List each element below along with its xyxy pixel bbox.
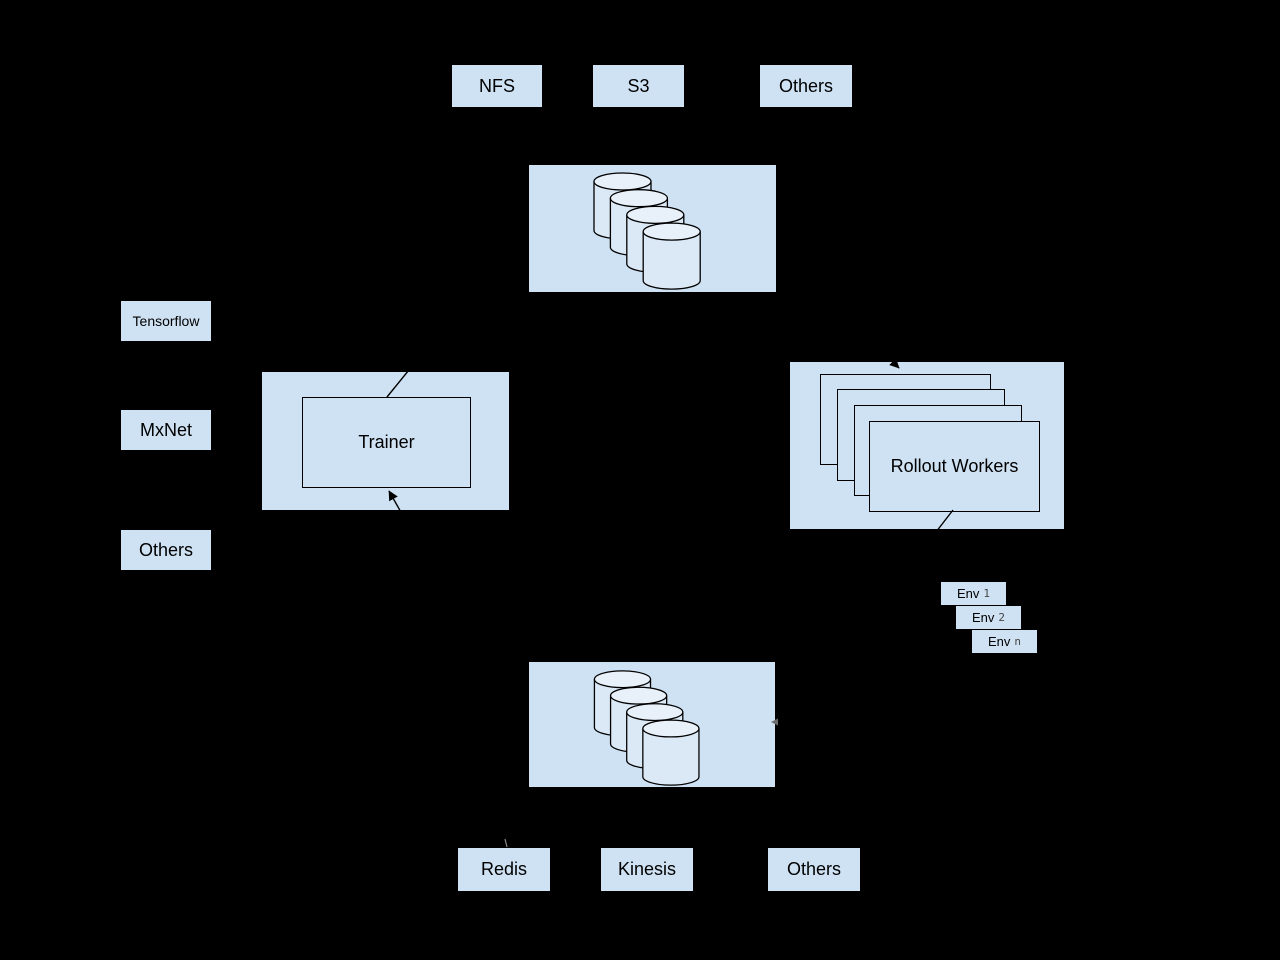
node-kinesis-label: Kinesis (617, 859, 677, 879)
env-2-name: Env (971, 610, 995, 625)
node-tensorflow: Tensorflow (121, 301, 211, 341)
bottom-storage-panel (529, 662, 775, 787)
node-others-top-label: Others (778, 75, 834, 96)
node-env-n: Env n (972, 630, 1037, 653)
trainer-label: Trainer (358, 432, 415, 452)
node-mxnet: MxNet (121, 410, 211, 450)
rollout-worker-card-front: Rollout Workers (869, 421, 1040, 512)
trainer-node: Trainer (302, 397, 471, 488)
node-nfs: NFS (452, 65, 542, 107)
env-2-index: 2 (998, 611, 1006, 624)
node-redis-label: Redis (480, 859, 528, 879)
rollout-workers-panel: Rollout Workers (790, 362, 1064, 529)
trainer-panel: Trainer (262, 372, 509, 510)
env-1-name: Env (956, 586, 980, 601)
node-env-1: Env 1 (941, 582, 1006, 605)
node-mxnet-label: MxNet (139, 419, 192, 440)
node-tensorflow-label: Tensorflow (132, 313, 200, 329)
node-others-bottom-label: Others (786, 859, 842, 879)
node-s3-label: S3 (627, 75, 650, 96)
node-others-left-label: Others (138, 539, 194, 560)
node-nfs-label: NFS (479, 75, 515, 96)
node-kinesis: Kinesis (601, 848, 693, 891)
top-storage-panel (529, 165, 776, 292)
rollout-workers-label: Rollout Workers (890, 456, 1019, 476)
node-others-left: Others (121, 530, 211, 570)
node-others-top: Others (760, 65, 852, 107)
node-others-bottom: Others (768, 848, 860, 891)
env-n-name: Env (987, 634, 1011, 649)
redis-in-arrow-fragment (504, 838, 508, 848)
node-env-2: Env 2 (956, 606, 1021, 629)
database-cylinders-icon (593, 670, 700, 786)
env-1-index: 1 (983, 587, 991, 600)
env-n-index: n (1014, 635, 1022, 648)
node-s3: S3 (593, 65, 684, 107)
database-cylinders-icon (593, 172, 701, 290)
node-redis: Redis (458, 848, 550, 891)
